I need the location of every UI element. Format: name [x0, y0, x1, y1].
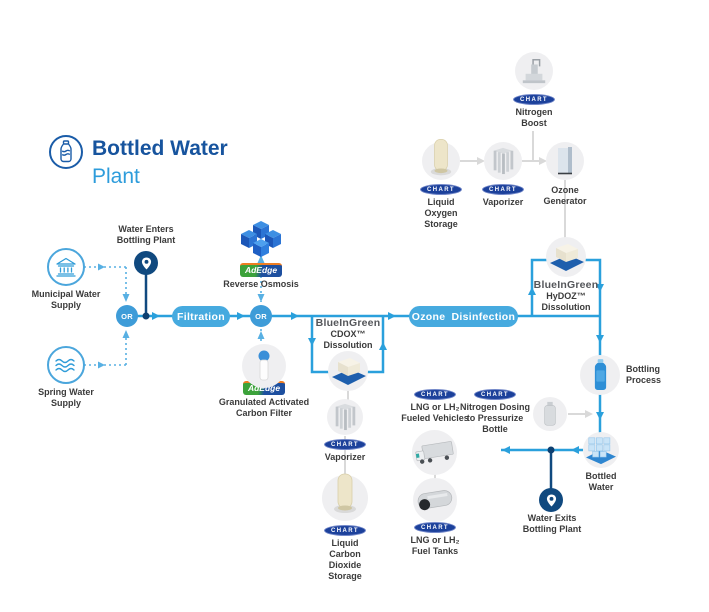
spring-circle — [47, 346, 85, 384]
bottling-process-circle — [580, 355, 620, 395]
co2-storage-label: Liquid Carbon Dioxide Storage — [328, 538, 362, 581]
chart-logo: CHART — [414, 389, 456, 400]
water-exits-pin — [539, 488, 563, 512]
lng-tanks-labels: CHART LNG or LH₂ Fuel Tanks — [399, 522, 471, 557]
oxygen-storage-node: CHART Liquid Oxygen Storage — [413, 138, 469, 230]
page-title: Bottled Water — [92, 137, 228, 160]
filter-cartridge-icon — [258, 350, 270, 381]
nitrogen-canister-icon — [544, 401, 556, 426]
chart-logo: CHART — [420, 184, 462, 195]
storage-tank-icon — [334, 473, 356, 513]
nitrogen-boost-skid-icon — [522, 59, 546, 84]
bottled-water-circle — [583, 432, 619, 468]
municipal-water-supply-node: Municipal Water Supply — [18, 248, 114, 311]
lng-tanks-circle — [413, 478, 457, 522]
nitrogen-dosing-circle — [533, 397, 567, 431]
lng-vehicles-labels: CHART LNG or LH₂ Fueled Vehicles — [397, 389, 473, 424]
ozone-disinfection-step: Ozone Disinfection — [409, 306, 518, 327]
fuel-tank-icon — [417, 490, 453, 511]
nitrogen-boost-node: CHART Nitrogen Boost — [506, 52, 562, 129]
adedge-badge: AdEdge — [239, 263, 283, 277]
oxygen-storage-circle — [422, 138, 460, 180]
blue-bottle-icon — [594, 359, 606, 390]
junction-dots — [142, 312, 555, 454]
chart-logo: CHART — [324, 439, 366, 450]
co2-vaporizer-label: Vaporizer — [324, 452, 366, 462]
ro-membrane-cubes-icon — [241, 221, 281, 257]
ozone-generator-label: Ozone Generator — [543, 185, 587, 206]
bottle-pallet-icon — [586, 437, 616, 465]
storage-tank-icon — [430, 138, 452, 175]
water-exits-label: Water Exits Bottling Plant — [522, 513, 582, 534]
carbon-filter-label: Granulated Activated Carbon Filter — [218, 397, 310, 418]
bank-building-icon — [56, 257, 76, 277]
water-enters-pin — [134, 251, 158, 275]
water-waves-icon — [55, 358, 75, 373]
nitrogen-boost-circle — [515, 52, 553, 90]
spring-water-supply-node: Spring Water Supply — [18, 346, 114, 409]
bottling-process-label: Bottling Process — [626, 364, 662, 385]
nitrogen-boost-label: Nitrogen Boost — [515, 107, 553, 128]
water-enters-label: Water Enters Bottling Plant — [116, 224, 176, 245]
co2-vaporizer-node: CHART Vaporizer — [317, 399, 373, 463]
cdox-labels: BlueInGreen CDOX™ Dissolution — [304, 317, 392, 351]
ozone-generator-cabinet-icon — [558, 147, 572, 175]
brand-logo-circle — [49, 135, 83, 169]
dissolution-machine-icon — [550, 244, 584, 271]
gray-arrowheads — [477, 157, 593, 418]
delivery-truck-icon — [414, 440, 454, 464]
nitrogen-dosing-labels: CHART Nitrogen Dosing to Pressurize Bott… — [455, 389, 535, 435]
blueingreen-brand: BlueInGreen — [533, 279, 599, 291]
reverse-osmosis-label: Reverse Osmosis — [223, 279, 299, 289]
co2-storage-node: CHART Liquid Carbon Dioxide Storage — [317, 473, 373, 582]
blue-arrowheads — [152, 284, 604, 454]
hydoz-unit-circle — [546, 237, 586, 277]
plant-boundary-lines — [144, 274, 553, 489]
ozone-generator-circle — [546, 142, 584, 180]
co2-storage-circle — [322, 473, 368, 521]
municipal-circle — [47, 248, 85, 286]
carbon-filter-node: AdEdge Granulated Activated Carbon Filte… — [218, 344, 310, 419]
municipal-label: Municipal Water Supply — [31, 289, 101, 310]
filtration-step: Filtration — [172, 306, 230, 327]
dashed-arrowheads — [98, 255, 265, 369]
co2-vaporizer-circle — [327, 399, 363, 435]
vaporizer-tower-icon — [493, 147, 514, 175]
o2-vaporizer-label: Vaporizer — [482, 197, 524, 207]
location-pin-icon — [546, 494, 556, 506]
or-junction-treatment: OR — [250, 305, 272, 327]
or-junction-sources: OR — [116, 305, 138, 327]
cdox-unit-circle — [328, 351, 368, 391]
chart-logo: CHART — [482, 184, 524, 195]
location-pin-icon — [141, 257, 151, 269]
chart-logo: CHART — [474, 389, 516, 400]
dissolution-machine-icon — [332, 358, 366, 385]
hydoz-labels: BlueInGreen HyDOZ™ Dissolution — [522, 279, 610, 313]
chart-logo: CHART — [414, 522, 456, 533]
lng-vehicles-circle — [412, 430, 457, 475]
reverse-osmosis-node: AdEdge Reverse Osmosis — [215, 221, 307, 290]
page-subtitle: Plant — [92, 165, 140, 188]
chart-logo: CHART — [324, 525, 366, 536]
chart-logo: CHART — [513, 94, 555, 105]
oxygen-storage-label: Liquid Oxygen Storage — [424, 197, 458, 229]
carbon-filter-circle — [242, 344, 286, 388]
ozone-generator-node: Ozone Generator — [537, 142, 593, 207]
spring-label: Spring Water Supply — [38, 387, 94, 408]
o2-vaporizer-circle — [484, 142, 522, 180]
blueingreen-brand: BlueInGreen — [315, 317, 381, 329]
vaporizer-tower-icon — [335, 403, 356, 431]
o2-vaporizer-node: CHART Vaporizer — [475, 142, 531, 208]
bottled-water-label: Bottled Water — [585, 471, 617, 492]
water-bottle-icon — [60, 140, 72, 163]
